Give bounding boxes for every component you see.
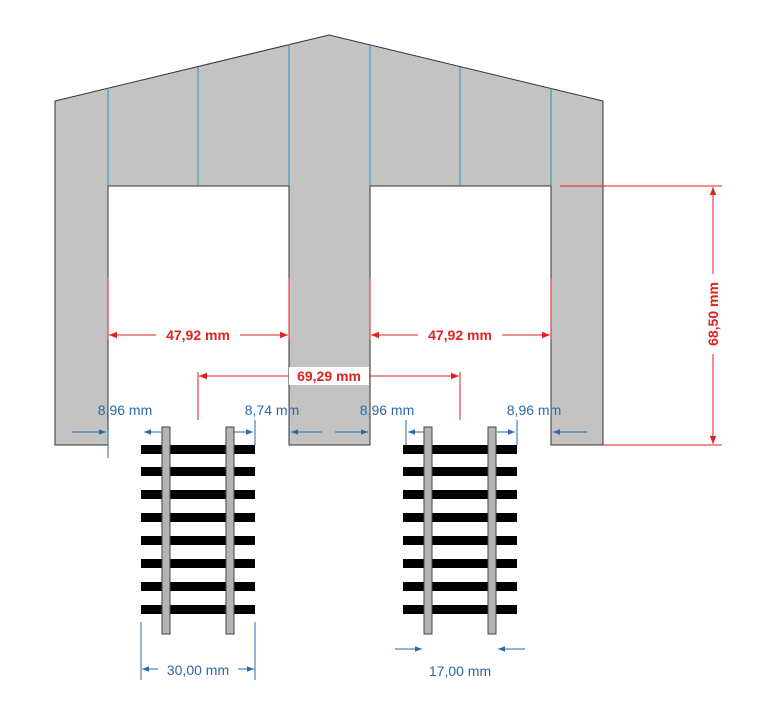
right-track	[403, 426, 517, 635]
left-track-rail-2	[225, 426, 235, 635]
right-gauge-label: 17,00 mm	[429, 663, 491, 679]
right-opening-label: 47,92 mm	[428, 327, 492, 343]
left-track-sleepers	[141, 445, 255, 614]
clearance-dimensions	[72, 420, 587, 458]
right-track-rail-1	[423, 426, 433, 635]
left-track-rail-1	[161, 426, 171, 635]
clearance-right-outer-label: 8,96 mm	[507, 402, 561, 418]
clearance-right-inner-label: 8,96 mm	[360, 402, 414, 418]
left-opening-label-bg	[156, 326, 240, 344]
facade-panel-lines	[107, 44, 552, 186]
clearance-left-outer-label: 8,96 mm	[98, 402, 152, 418]
opening-height-label-bg	[703, 274, 723, 354]
left-gauge-label-bg	[158, 661, 238, 678]
track-centers-label: 69,29 mm	[297, 368, 361, 384]
opening-height-label: 68,50 mm	[705, 282, 721, 346]
clearance-left-inner-label: 8,74 mm	[245, 402, 299, 418]
red-extension-lines	[107, 185, 722, 446]
right-track-rail-2	[487, 426, 497, 635]
right-track-sleepers	[403, 445, 517, 614]
left-opening-label: 47,92 mm	[166, 327, 230, 343]
track-centers-label-bg	[289, 367, 369, 385]
left-gauge-label: 30,00 mm	[167, 662, 229, 678]
left-track	[141, 426, 255, 635]
right-opening-label-bg	[418, 326, 502, 344]
